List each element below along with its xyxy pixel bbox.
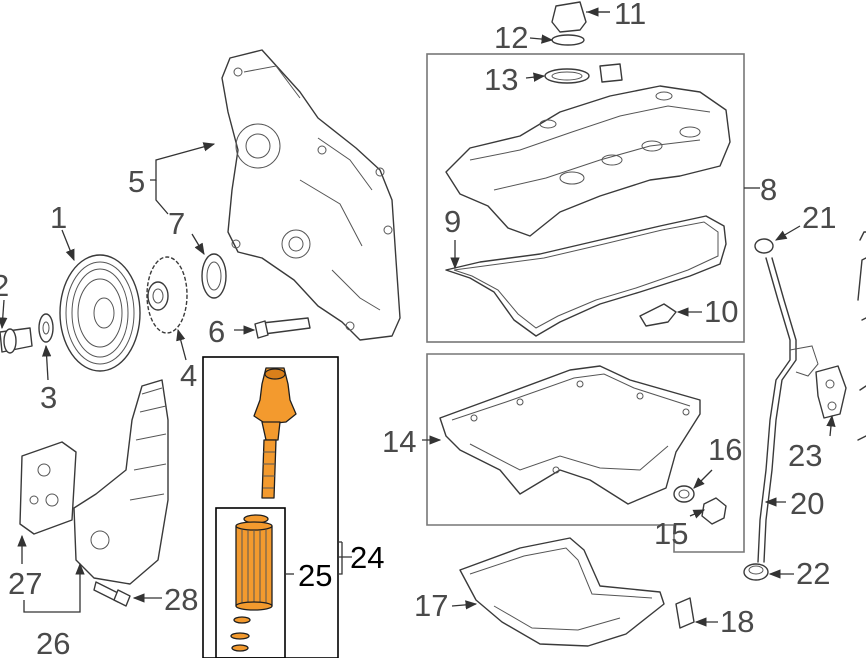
callout-22: 22 bbox=[796, 556, 830, 591]
dipstick-cap bbox=[754, 238, 774, 254]
lower-oil-pan bbox=[459, 537, 665, 647]
oil-drain-plug bbox=[701, 497, 727, 525]
callout-17: 17 bbox=[414, 588, 448, 623]
oil-filter-element bbox=[230, 514, 273, 652]
callout-27: 27 bbox=[8, 566, 42, 601]
callout-7: 7 bbox=[168, 206, 185, 241]
dipstick-bracket bbox=[815, 365, 847, 419]
callout-6: 6 bbox=[208, 314, 225, 349]
callout-15: 15 bbox=[654, 516, 688, 551]
partial-part-right-edge bbox=[857, 231, 866, 441]
spark-plug-tube-seal bbox=[639, 303, 677, 327]
callout-11: 11 bbox=[614, 0, 646, 31]
oil-filter-group-box bbox=[202, 356, 339, 658]
oil-filter-cap-assembly bbox=[253, 367, 297, 499]
callout-1: 1 bbox=[50, 200, 67, 235]
callout-12: 12 bbox=[494, 20, 528, 55]
dipstick-tube-seal bbox=[743, 563, 769, 581]
timing-cover-bolt bbox=[254, 317, 311, 339]
oil-pan-group-box bbox=[426, 353, 745, 553]
timing-cover bbox=[221, 49, 401, 341]
callout-16: 16 bbox=[708, 432, 742, 467]
pulley-bolt bbox=[0, 327, 33, 354]
callout-3: 3 bbox=[40, 380, 57, 415]
callout-5: 5 bbox=[128, 164, 145, 199]
callout-13: 13 bbox=[484, 62, 518, 97]
crank-sprocket bbox=[146, 256, 188, 334]
callout-25: 25 bbox=[298, 558, 332, 593]
oil-pan-bracket bbox=[675, 597, 695, 629]
callout-labels: 1 2 3 4 5 6 7 8 9 10 11 12 13 14 15 16 1… bbox=[0, 0, 836, 658]
oil-cooler-gasket bbox=[19, 441, 77, 535]
oil-filter-element-box bbox=[215, 507, 286, 658]
valve-cover-group-box bbox=[426, 53, 745, 343]
filler-cap-seal bbox=[551, 34, 585, 46]
callout-10: 10 bbox=[704, 294, 738, 329]
oil-filter-housing bbox=[73, 379, 169, 585]
drain-plug-washer bbox=[673, 485, 695, 503]
callout-26: 26 bbox=[36, 626, 70, 658]
callout-20: 20 bbox=[790, 486, 824, 521]
filler-neck-seal bbox=[544, 68, 590, 84]
callout-8: 8 bbox=[760, 172, 777, 207]
callout-21: 21 bbox=[802, 200, 836, 235]
callout-24: 24 bbox=[350, 540, 384, 575]
front-crank-seal bbox=[201, 253, 227, 299]
leader-lines bbox=[0, 7, 836, 627]
callout-2: 2 bbox=[0, 268, 9, 303]
housing-bolt bbox=[93, 581, 131, 607]
pulley-washer bbox=[38, 313, 54, 343]
callout-9: 9 bbox=[444, 204, 461, 239]
callout-28: 28 bbox=[164, 582, 198, 617]
valve-cover-gasket bbox=[445, 215, 727, 337]
callout-23: 23 bbox=[788, 438, 822, 473]
valve-cover bbox=[445, 85, 731, 237]
callout-4: 4 bbox=[180, 358, 197, 393]
breather-cap bbox=[599, 63, 623, 83]
callout-14: 14 bbox=[382, 424, 416, 459]
callout-18: 18 bbox=[720, 604, 754, 639]
oil-filler-cap bbox=[551, 1, 587, 33]
crankshaft-pulley bbox=[59, 254, 141, 372]
upper-oil-pan bbox=[439, 365, 701, 505]
